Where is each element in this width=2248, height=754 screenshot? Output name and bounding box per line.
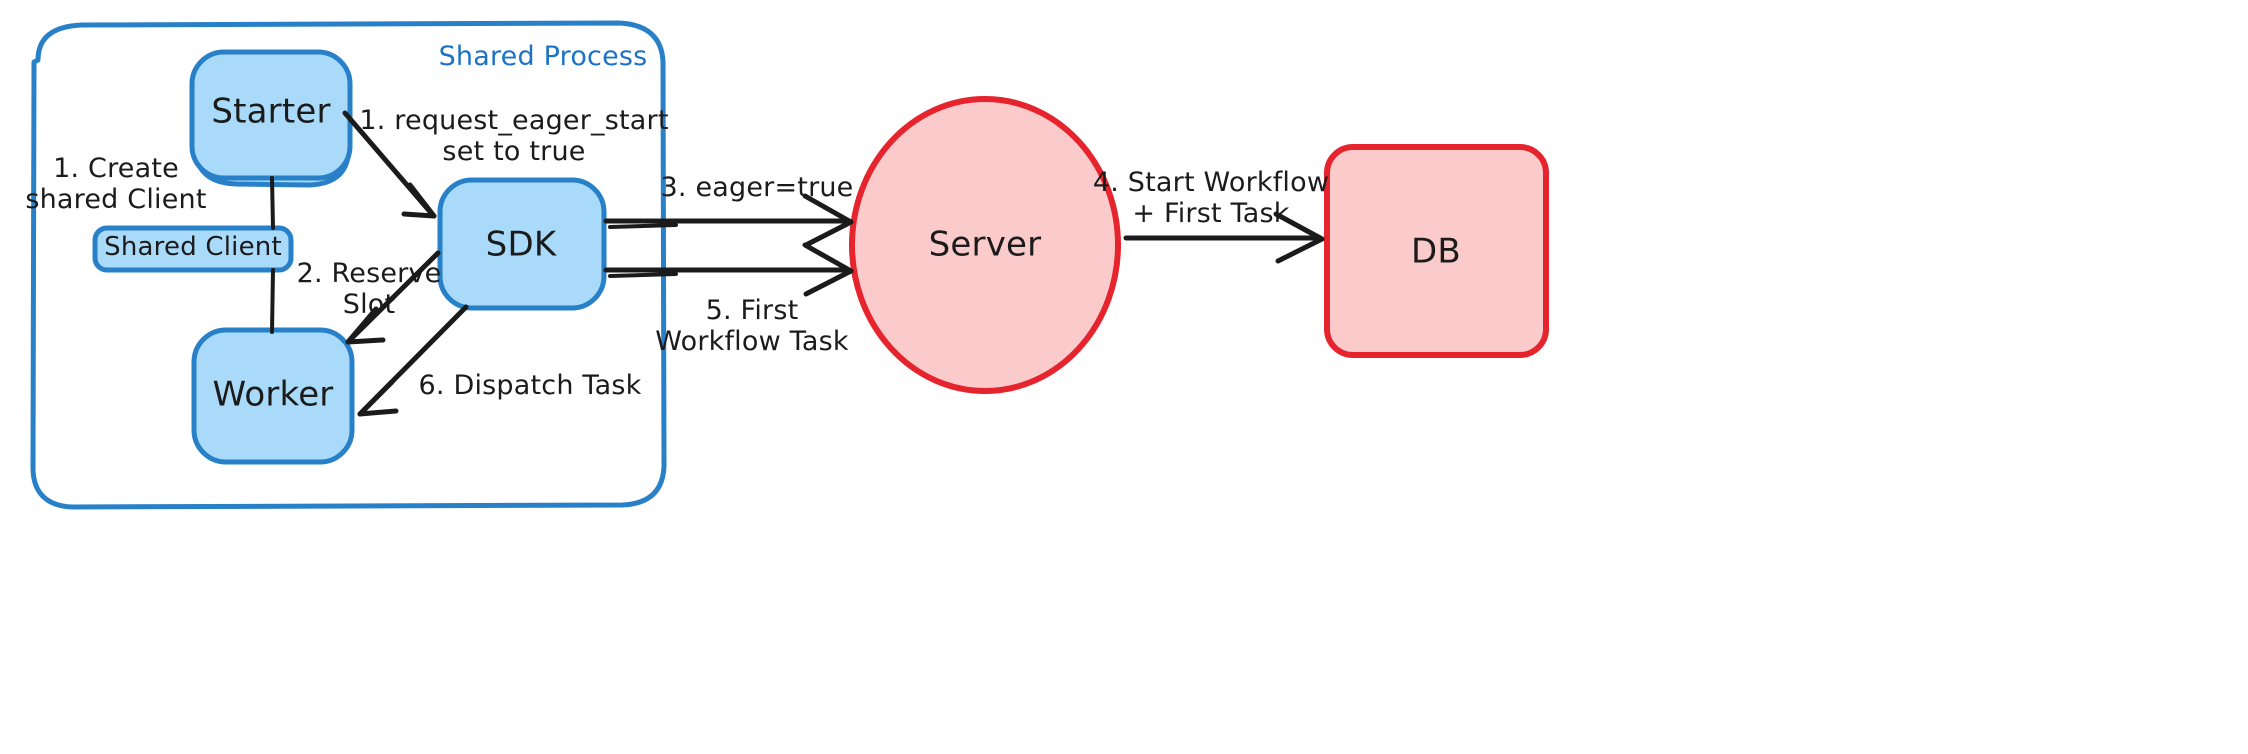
node-worker-shape[interactable] [191, 327, 355, 465]
node-server-shape[interactable] [849, 96, 1121, 394]
edge-reserve-slot [345, 250, 441, 345]
node-shared-client-shape[interactable] [92, 225, 294, 273]
node-sdk-shape[interactable] [437, 177, 607, 311]
edge-eager-true [603, 193, 854, 248]
node-db-shape[interactable] [1324, 144, 1549, 358]
edge-start-workflow-first-task [1123, 211, 1325, 264]
edge-dispatch-task [357, 304, 469, 417]
edge-request-eager-start [342, 110, 437, 219]
edge-create-shared-client [270, 176, 275, 334]
edge-first-workflow-task [603, 242, 854, 297]
node-starter-outline [189, 49, 353, 181]
